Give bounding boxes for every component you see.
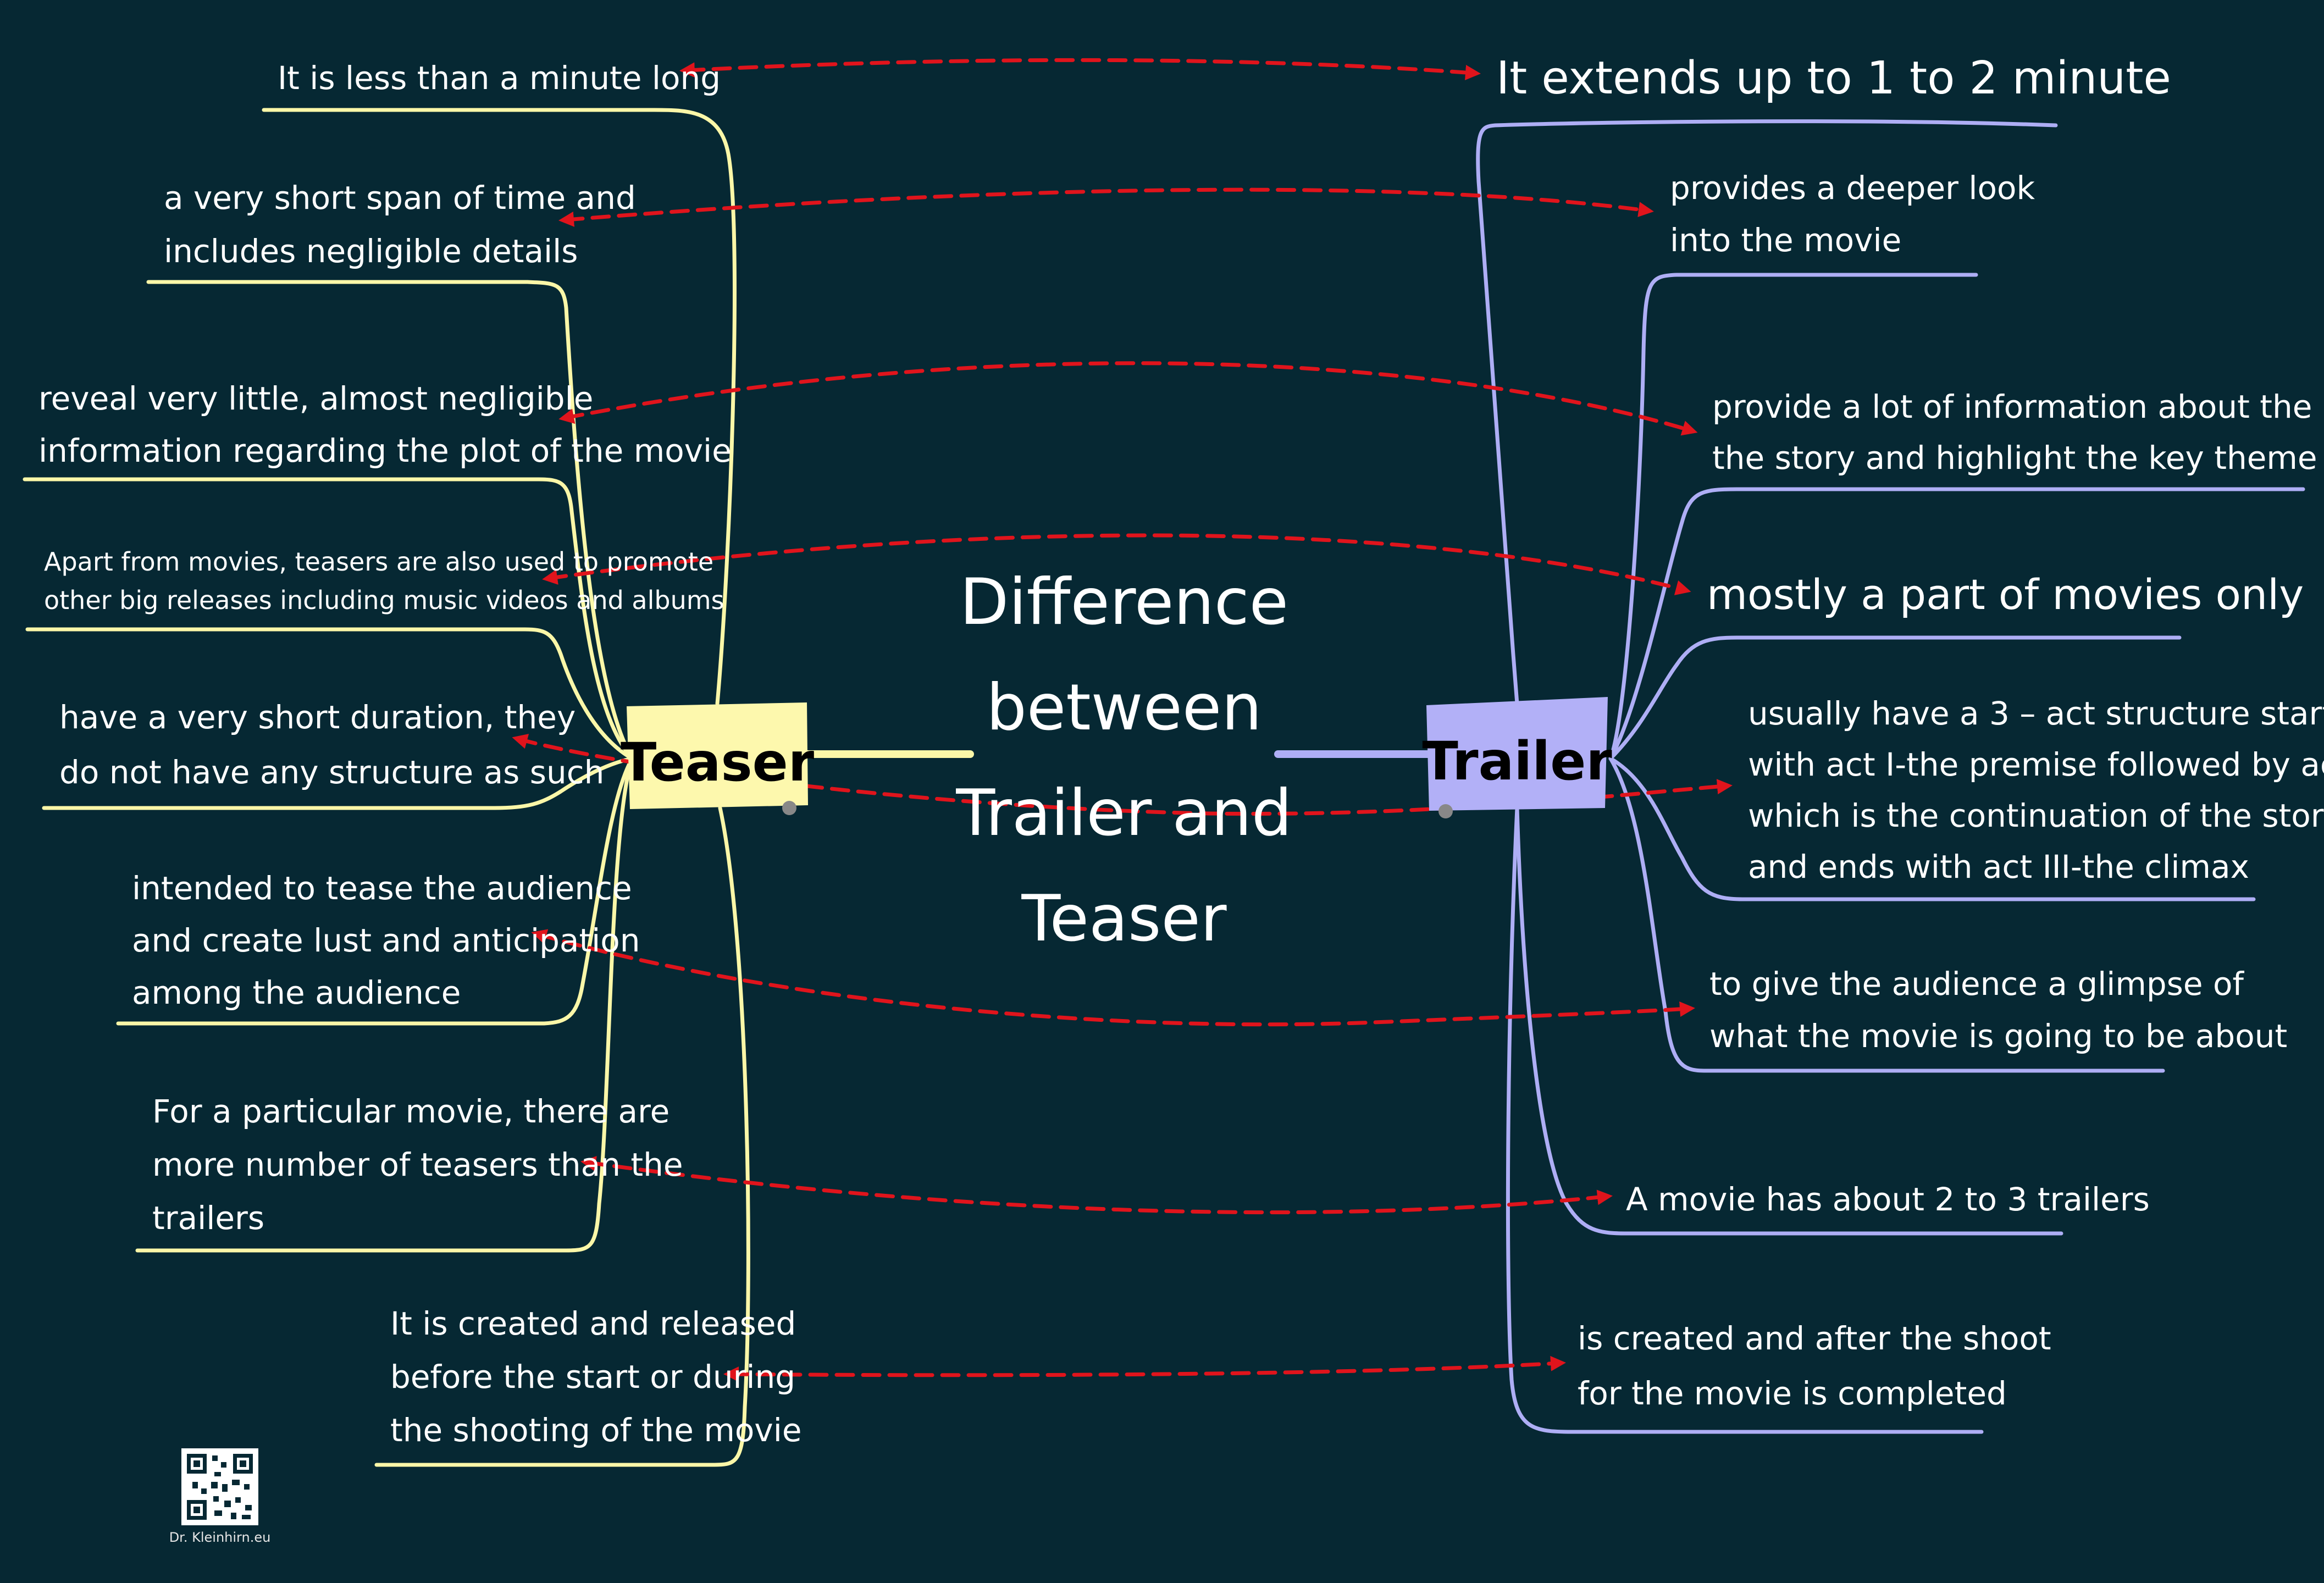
teaser-node[interactable]: Teaser [621,702,815,815]
teaser-branch-3 [23,477,634,761]
title-line-3: Trailer and [955,776,1292,850]
trailer-node-label: Trailer [1422,730,1612,792]
trailer-branch-2 [1608,273,1978,761]
trailer-item-6: to give the audience a glimpse of what t… [1709,965,2287,1055]
teaser-item-6: intended to tease the audience and creat… [132,870,650,1011]
teaser-item-5: have a very short duration, they do not … [59,699,604,791]
trailer-branch-3 [1608,487,2305,761]
arrow-count [580,1156,1613,1215]
teaser-item-4: Apart from movies, teasers are also used… [44,547,724,615]
title-line-1: Difference [960,565,1288,639]
trailer-item-8: is created and after the shoot for the m… [1578,1320,2061,1412]
trailer-item-5: usually have a 3 – act structure startin… [1748,695,2324,885]
trailer-node[interactable]: Trailer [1422,697,1612,818]
arrow-usage [542,533,1691,595]
center-title: Difference between Trailer and Teaser [955,565,1292,956]
trailer-item-2: provides a deeper look into the movie [1670,169,2045,259]
teaser-item-3: reveal very little, almost negligible in… [38,380,732,469]
arrow-timing [723,1355,1566,1382]
teaser-branch-2 [146,280,634,761]
teaser-item-2: a very short span of time and includes n… [164,179,646,270]
arrow-depth [558,187,1654,227]
arrow-information [558,361,1698,436]
teaser-branch-8 [374,806,750,1467]
trailer-branch-4 [1608,635,2182,761]
credit-text: Dr. Kleinhirn.eu [169,1530,271,1545]
trailer-items: It extends up to 1 to 2 minute provides … [1496,52,2324,1412]
teaser-branch-7 [135,756,634,1253]
trailer-item-3: provide a lot of information about the p… [1712,388,2324,477]
trailer-item-7: A movie has about 2 to 3 trailers [1626,1181,2150,1218]
teaser-items: It is less than a minute long a very sho… [38,59,806,1449]
trailer-item-4: mostly a part of movies only [1707,570,2304,619]
teaser-item-1: It is less than a minute long [278,59,721,97]
qr-code-icon[interactable] [181,1448,258,1525]
teaser-item-8: It is created and released before the st… [390,1305,806,1449]
title-line-2: between [986,671,1262,745]
trailer-branch-1 [1476,119,2058,706]
arrow-length [679,58,1481,80]
arrow-purpose [531,929,1695,1027]
title-line-4: Teaser [1021,882,1226,956]
trailer-item-1: It extends up to 1 to 2 minute [1496,52,2171,104]
teaser-item-7: For a particular movie, there are more n… [152,1093,693,1237]
teaser-node-label: Teaser [621,732,815,793]
